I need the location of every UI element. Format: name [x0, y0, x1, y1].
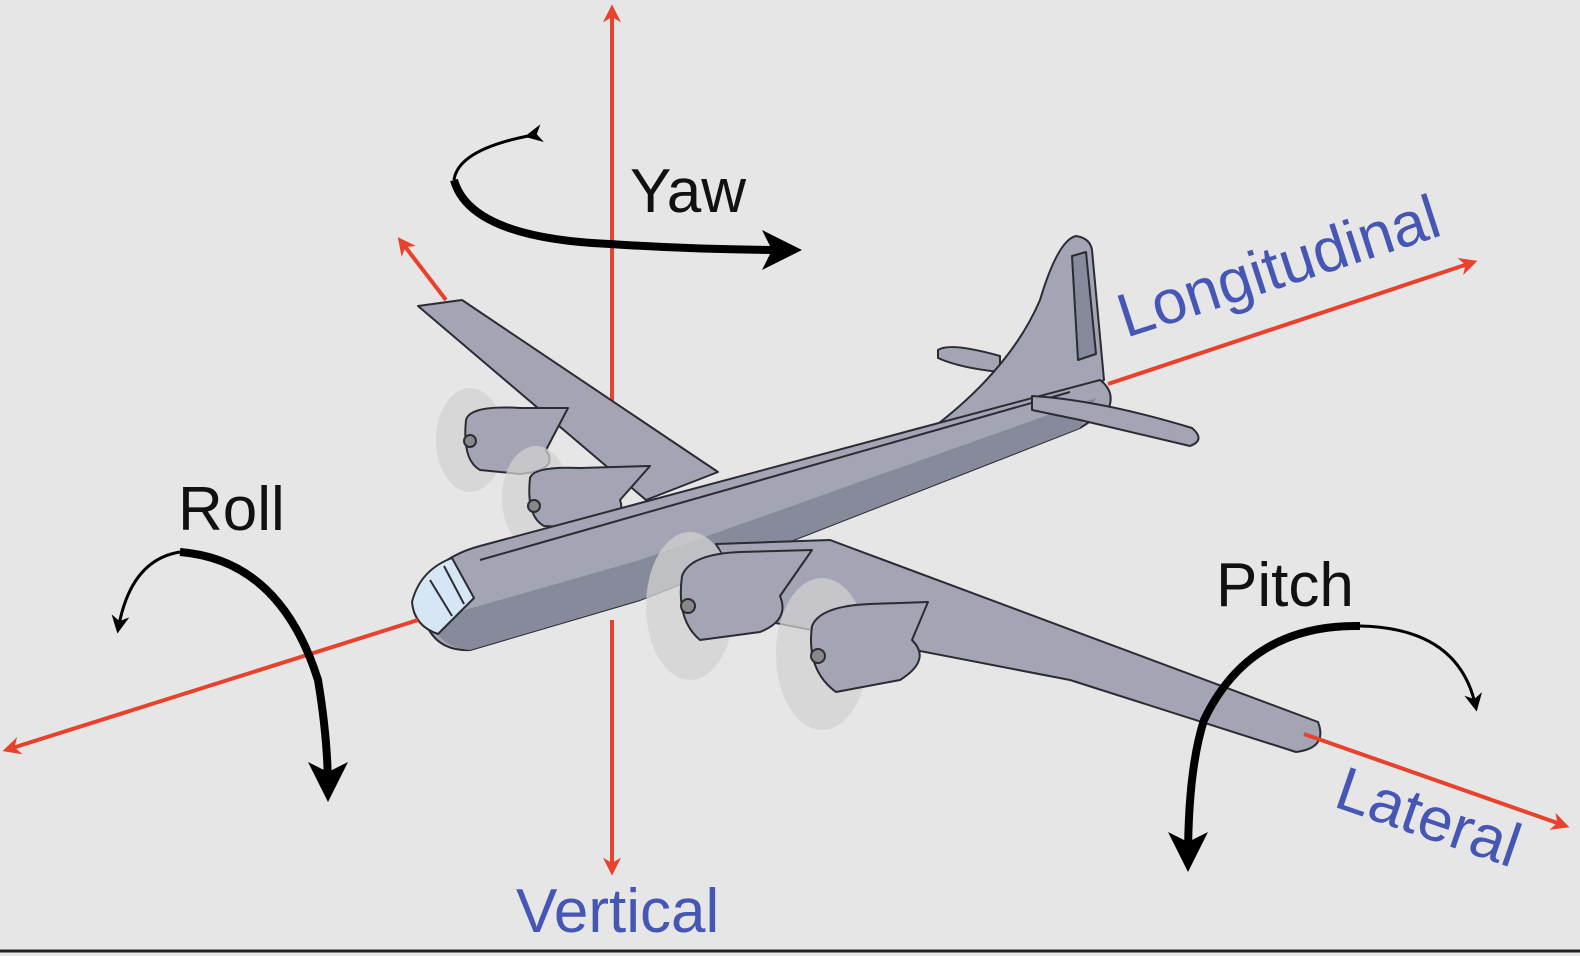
engine-nacelle [679, 549, 813, 641]
rudder [1071, 251, 1097, 361]
left-wing [417, 299, 719, 501]
yaw-arrow-icon [450, 124, 802, 270]
longitudinal-axis-rear [1107, 258, 1478, 386]
lateral-axis-right [1303, 732, 1570, 830]
roll-arrow-icon [111, 548, 348, 802]
engine-hub [527, 499, 541, 513]
engine-nacelle [810, 601, 929, 693]
axes-front [2, 258, 1570, 830]
vertical-axis-label: Vertical [516, 877, 719, 946]
longitudinal-axis-front [2, 618, 419, 755]
pitch-label: Pitch [1216, 551, 1354, 620]
right-wing [715, 539, 1322, 753]
yaw-label: Yaw [630, 157, 746, 226]
engine-hub [463, 434, 477, 448]
bomber-aircraft-icon [411, 235, 1322, 753]
lateral-axis-left [397, 237, 448, 302]
fuselage-stripe [479, 391, 1071, 561]
fuselage-shadow [430, 398, 1096, 650]
cockpit-frame [429, 565, 465, 617]
engine-hub [680, 598, 696, 614]
vertical-tail [929, 235, 1105, 431]
roll-label: Roll [178, 475, 285, 544]
cockpit-glazing [411, 557, 475, 635]
engine-hub [810, 648, 826, 664]
pitch-arrow-icon [1168, 621, 1482, 872]
right-stabilizer [1031, 395, 1200, 447]
